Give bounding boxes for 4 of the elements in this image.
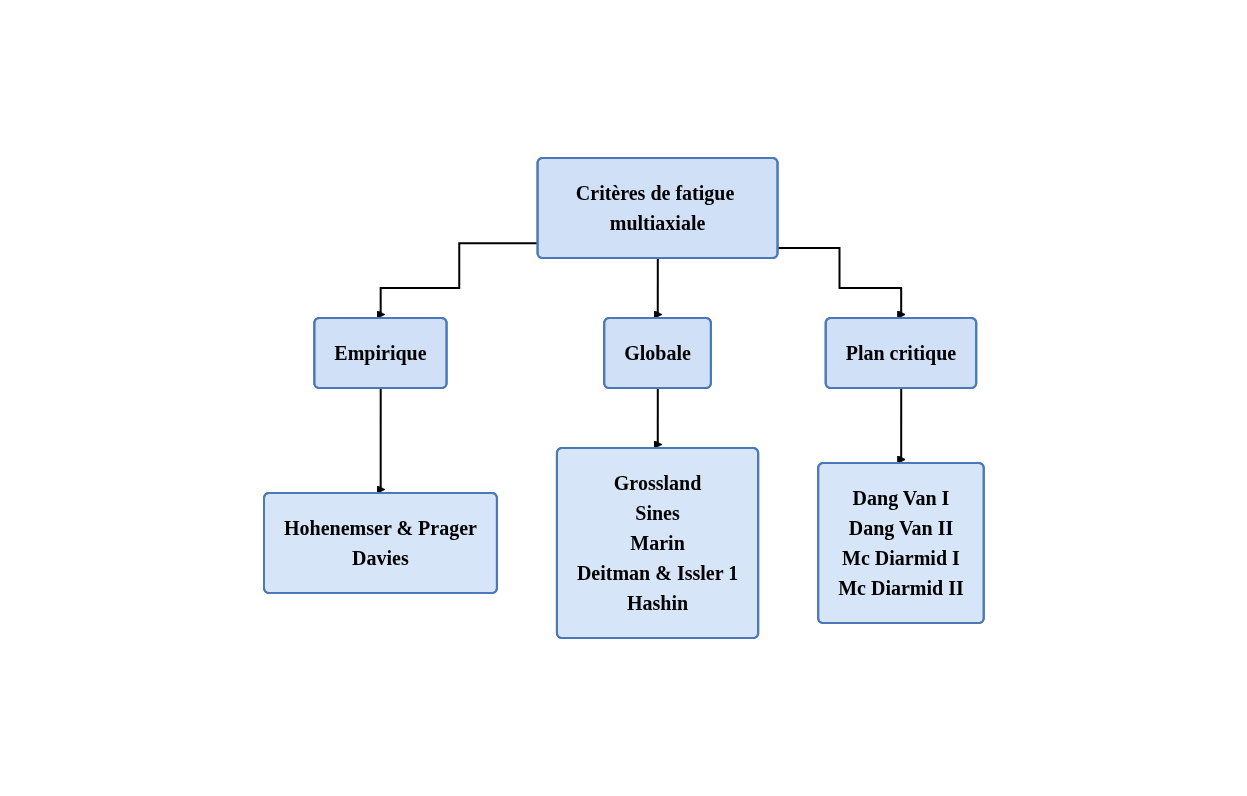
arrow <box>896 387 906 464</box>
arrow <box>653 387 662 449</box>
arrow <box>376 387 385 494</box>
arrow <box>653 257 662 319</box>
